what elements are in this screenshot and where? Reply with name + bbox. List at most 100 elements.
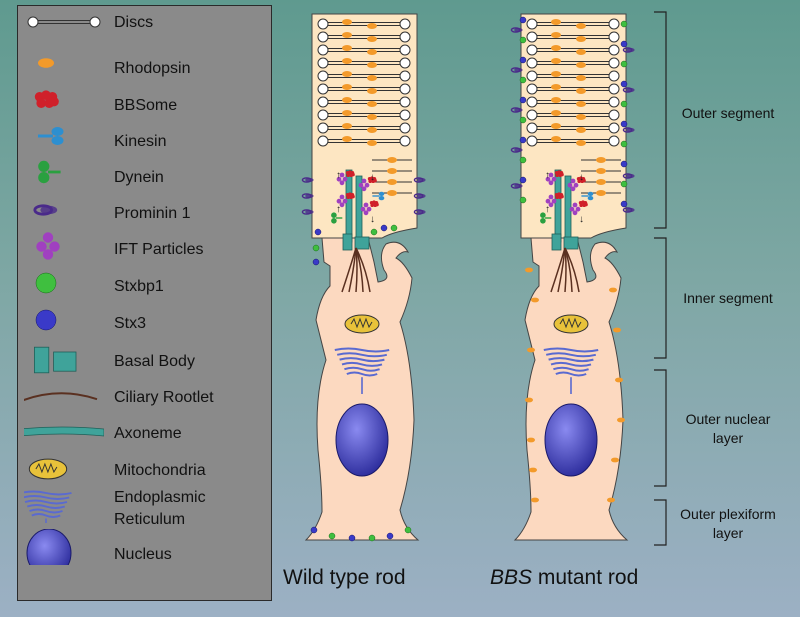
rhodopsin (342, 71, 352, 77)
rhodopsin (342, 84, 352, 90)
stx3 (35, 309, 57, 331)
disc (27, 16, 101, 28)
rhodopsin (551, 19, 561, 25)
ciliary-rootlet (564, 247, 580, 293)
bbsome-icon (34, 90, 59, 108)
stxbp1 (368, 534, 376, 542)
stxbp1 (620, 60, 628, 68)
stx3 (620, 80, 628, 88)
rhodopsin (342, 110, 352, 116)
disc (317, 135, 411, 147)
rhodopsin (576, 101, 586, 107)
bbs-italic-label: BBS (490, 566, 533, 589)
rhodopsin (596, 157, 606, 163)
rhodopsin (615, 377, 623, 383)
rhodopsin (387, 168, 397, 174)
ift-particle (36, 232, 60, 260)
legend-label: Discs (114, 14, 154, 31)
nucleus (335, 403, 389, 477)
rhodopsin (529, 467, 537, 473)
transport-arrow: ↓ (579, 214, 584, 225)
stxbp1 (519, 156, 527, 164)
stxbp1 (404, 526, 412, 534)
inner-segment-label: Inner segment (683, 290, 773, 306)
legend-row: Rhodopsin (18, 49, 273, 85)
rhodopsin (551, 45, 561, 51)
rhodopsin (596, 168, 606, 174)
axoneme (24, 426, 104, 437)
rhodopsin (367, 75, 377, 81)
legend-label: Kinesin (114, 133, 167, 150)
rhodopsin (342, 45, 352, 51)
legend-label: Axoneme (114, 425, 182, 442)
rhodopsin (367, 140, 377, 146)
prominin (622, 127, 635, 133)
prominin (622, 173, 635, 179)
legend-label: Prominin 1 (114, 205, 191, 222)
stx3-icon (35, 309, 57, 331)
bbs-mutant-rod: ↑↑↓↓ (510, 13, 635, 541)
stxbp1-icon (35, 272, 57, 294)
bbsome (34, 90, 59, 108)
prominin (510, 67, 523, 73)
mitochondria-icon (28, 458, 68, 480)
mitochondrion (553, 314, 589, 334)
disc (526, 135, 620, 147)
rhodopsin (551, 71, 561, 77)
disc (526, 57, 620, 69)
prominin (622, 207, 635, 213)
endoplasmic-reticulum (334, 347, 390, 394)
rhodopsin (367, 101, 377, 107)
rhodopsin (609, 287, 617, 293)
endoplasmic-reticulum (543, 347, 599, 394)
transport-arrow: ↑ (545, 170, 550, 181)
rhodopsin (525, 267, 533, 273)
basal-body-icon (33, 346, 77, 374)
rhodopsin (531, 297, 539, 303)
legend-row: Dynein (18, 158, 273, 194)
legend-row: Kinesin (18, 122, 273, 158)
prominin (301, 193, 314, 199)
dynein (38, 160, 61, 184)
rhodopsin (387, 190, 397, 196)
rhodopsin (367, 62, 377, 68)
legend-label: Stxbp1 (114, 278, 164, 295)
prominin (510, 107, 523, 113)
outer-nuclear-layer-label: Outer nuclear layer (666, 410, 790, 448)
legend-label: IFT Particles (114, 241, 204, 258)
kinesin (581, 191, 594, 201)
rhodopsin (367, 114, 377, 120)
rhodopsin (576, 88, 586, 94)
stxbp1 (519, 36, 527, 44)
prominin (622, 87, 635, 93)
stxbp1 (620, 140, 628, 148)
rhodopsin (342, 19, 352, 25)
rhodopsin (576, 127, 586, 133)
endoplasmic-reticulum (24, 490, 72, 523)
legend-label: Stx3 (114, 315, 147, 332)
disc (526, 109, 620, 121)
nucleus (544, 403, 598, 477)
transport-arrow: ↓ (370, 214, 375, 225)
stx3 (348, 534, 356, 542)
legend-row: Stx3 (18, 304, 273, 340)
rhodopsin (551, 97, 561, 103)
rhodopsin (576, 75, 586, 81)
legend-row: IFT Particles (18, 230, 273, 266)
dynein-icon (38, 160, 61, 184)
outer-segment-label: Outer segment (681, 105, 775, 121)
transport-arrow: ↑ (336, 170, 341, 181)
layer-bracket (654, 369, 667, 487)
ift-particles-icon (36, 232, 60, 260)
legend-row: Basal Body (18, 342, 273, 378)
ciliary-rootlet-icon (24, 392, 98, 402)
rhodopsin (551, 84, 561, 90)
legend-label: Rhodopsin (114, 60, 191, 77)
legend-label: Basal Body (114, 353, 195, 370)
ift-particle (567, 178, 579, 192)
rhodopsin (527, 437, 535, 443)
stx3 (519, 56, 527, 64)
rhodopsin (576, 62, 586, 68)
bbsome (554, 192, 564, 199)
